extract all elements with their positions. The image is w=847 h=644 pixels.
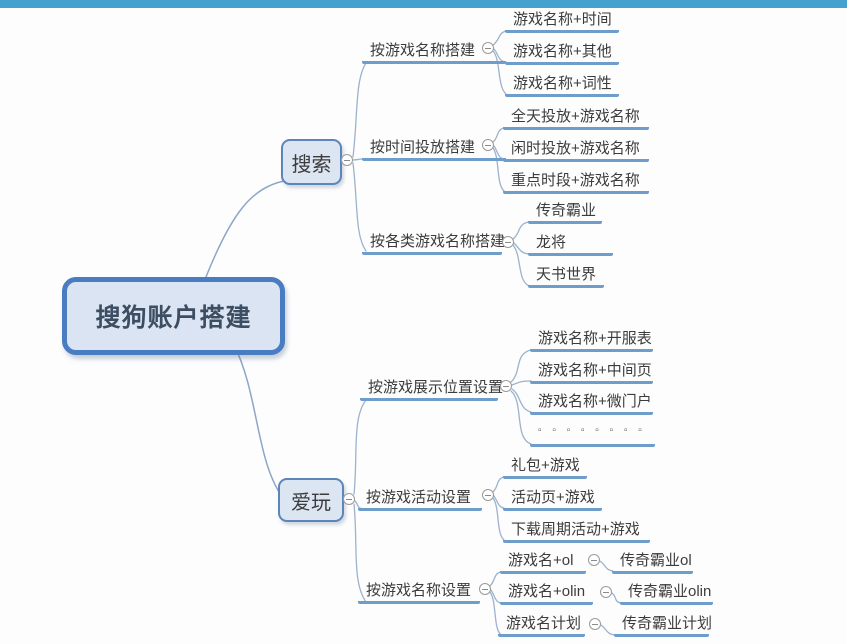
root-topic[interactable]: 搜狗账户搭建 — [62, 277, 285, 355]
topic-label: 活动页+游戏 — [511, 489, 595, 506]
topic-label: 按游戏名称搭建 — [370, 42, 476, 59]
topic-label: 礼包+游戏 — [511, 457, 580, 474]
topic-by-activity[interactable]: 按游戏活动设置 — [358, 488, 482, 511]
topic-label: 游戏名称+词性 — [513, 75, 612, 92]
topic-label: 按时间投放搭建 — [370, 139, 476, 156]
topic-label: 游戏名计划 — [506, 615, 582, 632]
window-accent-bar — [0, 0, 847, 8]
branch-topic-play[interactable]: 爱玩 — [278, 478, 344, 522]
leaf-game-name-mid-page[interactable]: 游戏名称+中间页 — [530, 361, 653, 384]
collapse-icon[interactable] — [502, 236, 514, 248]
topic-label: 游戏名称+微门户 — [538, 393, 652, 410]
collapse-icon[interactable] — [341, 154, 353, 166]
topic-label: 天书世界 — [536, 266, 597, 283]
leaf-chuanqi-baye-olin[interactable]: 传奇霸业olin — [620, 582, 713, 605]
leaf-chuanqi-baye-plan[interactable]: 传奇霸业计划 — [614, 614, 713, 637]
collapse-icon[interactable] — [343, 493, 355, 505]
leaf-game-name-ol[interactable]: 游戏名+ol — [500, 551, 586, 574]
collapse-icon[interactable] — [479, 583, 491, 595]
collapse-icon[interactable] — [588, 554, 600, 566]
leaf-ellipsis[interactable]: ▫ ▫ ▫ ▫ ▫ ▫ ▫ ▫ — [530, 424, 655, 447]
leaf-game-name-micro-portal[interactable]: 游戏名称+微门户 — [530, 392, 653, 415]
topic-by-game-category-build[interactable]: 按各类游戏名称搭建 — [362, 232, 506, 255]
topic-label: 按各类游戏名称搭建 — [370, 233, 506, 250]
root-topic-label: 搜狗账户搭建 — [95, 304, 252, 332]
topic-by-game-name-build[interactable]: 按游戏名称搭建 — [362, 41, 506, 64]
collapse-icon[interactable] — [589, 618, 601, 630]
collapse-icon[interactable] — [500, 380, 512, 392]
leaf-idle-time-placement[interactable]: 闲时投放+游戏名称 — [503, 139, 649, 162]
topic-label: 传奇霸业ol — [620, 552, 692, 569]
topic-label: 游戏名称+中间页 — [538, 362, 652, 379]
topic-by-time-placement-build[interactable]: 按时间投放搭建 — [362, 138, 506, 161]
topic-by-display-position[interactable]: 按游戏展示位置设置 — [360, 378, 503, 401]
branch-topic-label: 搜索 — [291, 153, 332, 176]
leaf-game-name-time[interactable]: 游戏名称+时间 — [505, 10, 619, 33]
leaf-key-period-placement[interactable]: 重点时段+游戏名称 — [503, 171, 649, 194]
topic-by-game-name-set[interactable]: 按游戏名称设置 — [358, 581, 480, 604]
topic-label: 按游戏活动设置 — [366, 489, 472, 506]
topic-label: 龙将 — [536, 234, 567, 251]
leaf-chuanqi-baye-ol[interactable]: 传奇霸业ol — [612, 551, 693, 574]
leaf-all-day-placement[interactable]: 全天投放+游戏名称 — [503, 107, 649, 130]
leaf-game-name-plan[interactable]: 游戏名计划 — [498, 614, 585, 637]
topic-label: 传奇霸业olin — [628, 583, 712, 600]
leaf-gift-pack-game[interactable]: 礼包+游戏 — [503, 456, 587, 479]
leaf-activity-page-game[interactable]: 活动页+游戏 — [503, 488, 602, 511]
topic-label: 下载周期活动+游戏 — [511, 521, 640, 538]
leaf-game-name-other[interactable]: 游戏名称+其他 — [505, 42, 619, 65]
leaf-long-jiang[interactable]: 龙将 — [528, 233, 613, 256]
branch-topic-search[interactable]: 搜索 — [281, 139, 342, 185]
leaf-download-cycle-activity-game[interactable]: 下载周期活动+游戏 — [503, 520, 650, 543]
topic-label: 按游戏名称设置 — [366, 582, 472, 599]
collapse-icon[interactable] — [482, 139, 494, 151]
topic-label: 游戏名+ol — [508, 552, 574, 569]
topic-label: 闲时投放+游戏名称 — [511, 140, 640, 157]
branch-topic-label: 爱玩 — [291, 491, 331, 514]
collapse-icon[interactable] — [600, 586, 612, 598]
collapse-icon[interactable] — [482, 42, 494, 54]
topic-label: ▫ ▫ ▫ ▫ ▫ ▫ ▫ ▫ — [538, 425, 646, 436]
topic-label: 传奇霸业 — [536, 202, 597, 219]
topic-label: 按游戏展示位置设置 — [368, 379, 504, 396]
leaf-chuanqi-baye[interactable]: 传奇霸业 — [528, 201, 602, 224]
collapse-icon[interactable] — [482, 489, 494, 501]
leaf-tianshu-shijie[interactable]: 天书世界 — [528, 265, 604, 288]
leaf-game-name-server-list[interactable]: 游戏名称+开服表 — [530, 329, 653, 352]
topic-label: 重点时段+游戏名称 — [511, 172, 640, 189]
topic-label: 全天投放+游戏名称 — [511, 108, 640, 125]
topic-label: 传奇霸业计划 — [622, 615, 713, 632]
topic-label: 游戏名称+其他 — [513, 43, 612, 60]
leaf-game-name-olin[interactable]: 游戏名+olin — [500, 582, 593, 605]
leaf-game-name-pos[interactable]: 游戏名称+词性 — [505, 74, 619, 97]
topic-label: 游戏名称+开服表 — [538, 330, 652, 347]
topic-label: 游戏名+olin — [508, 583, 586, 600]
topic-label: 游戏名称+时间 — [513, 11, 612, 28]
